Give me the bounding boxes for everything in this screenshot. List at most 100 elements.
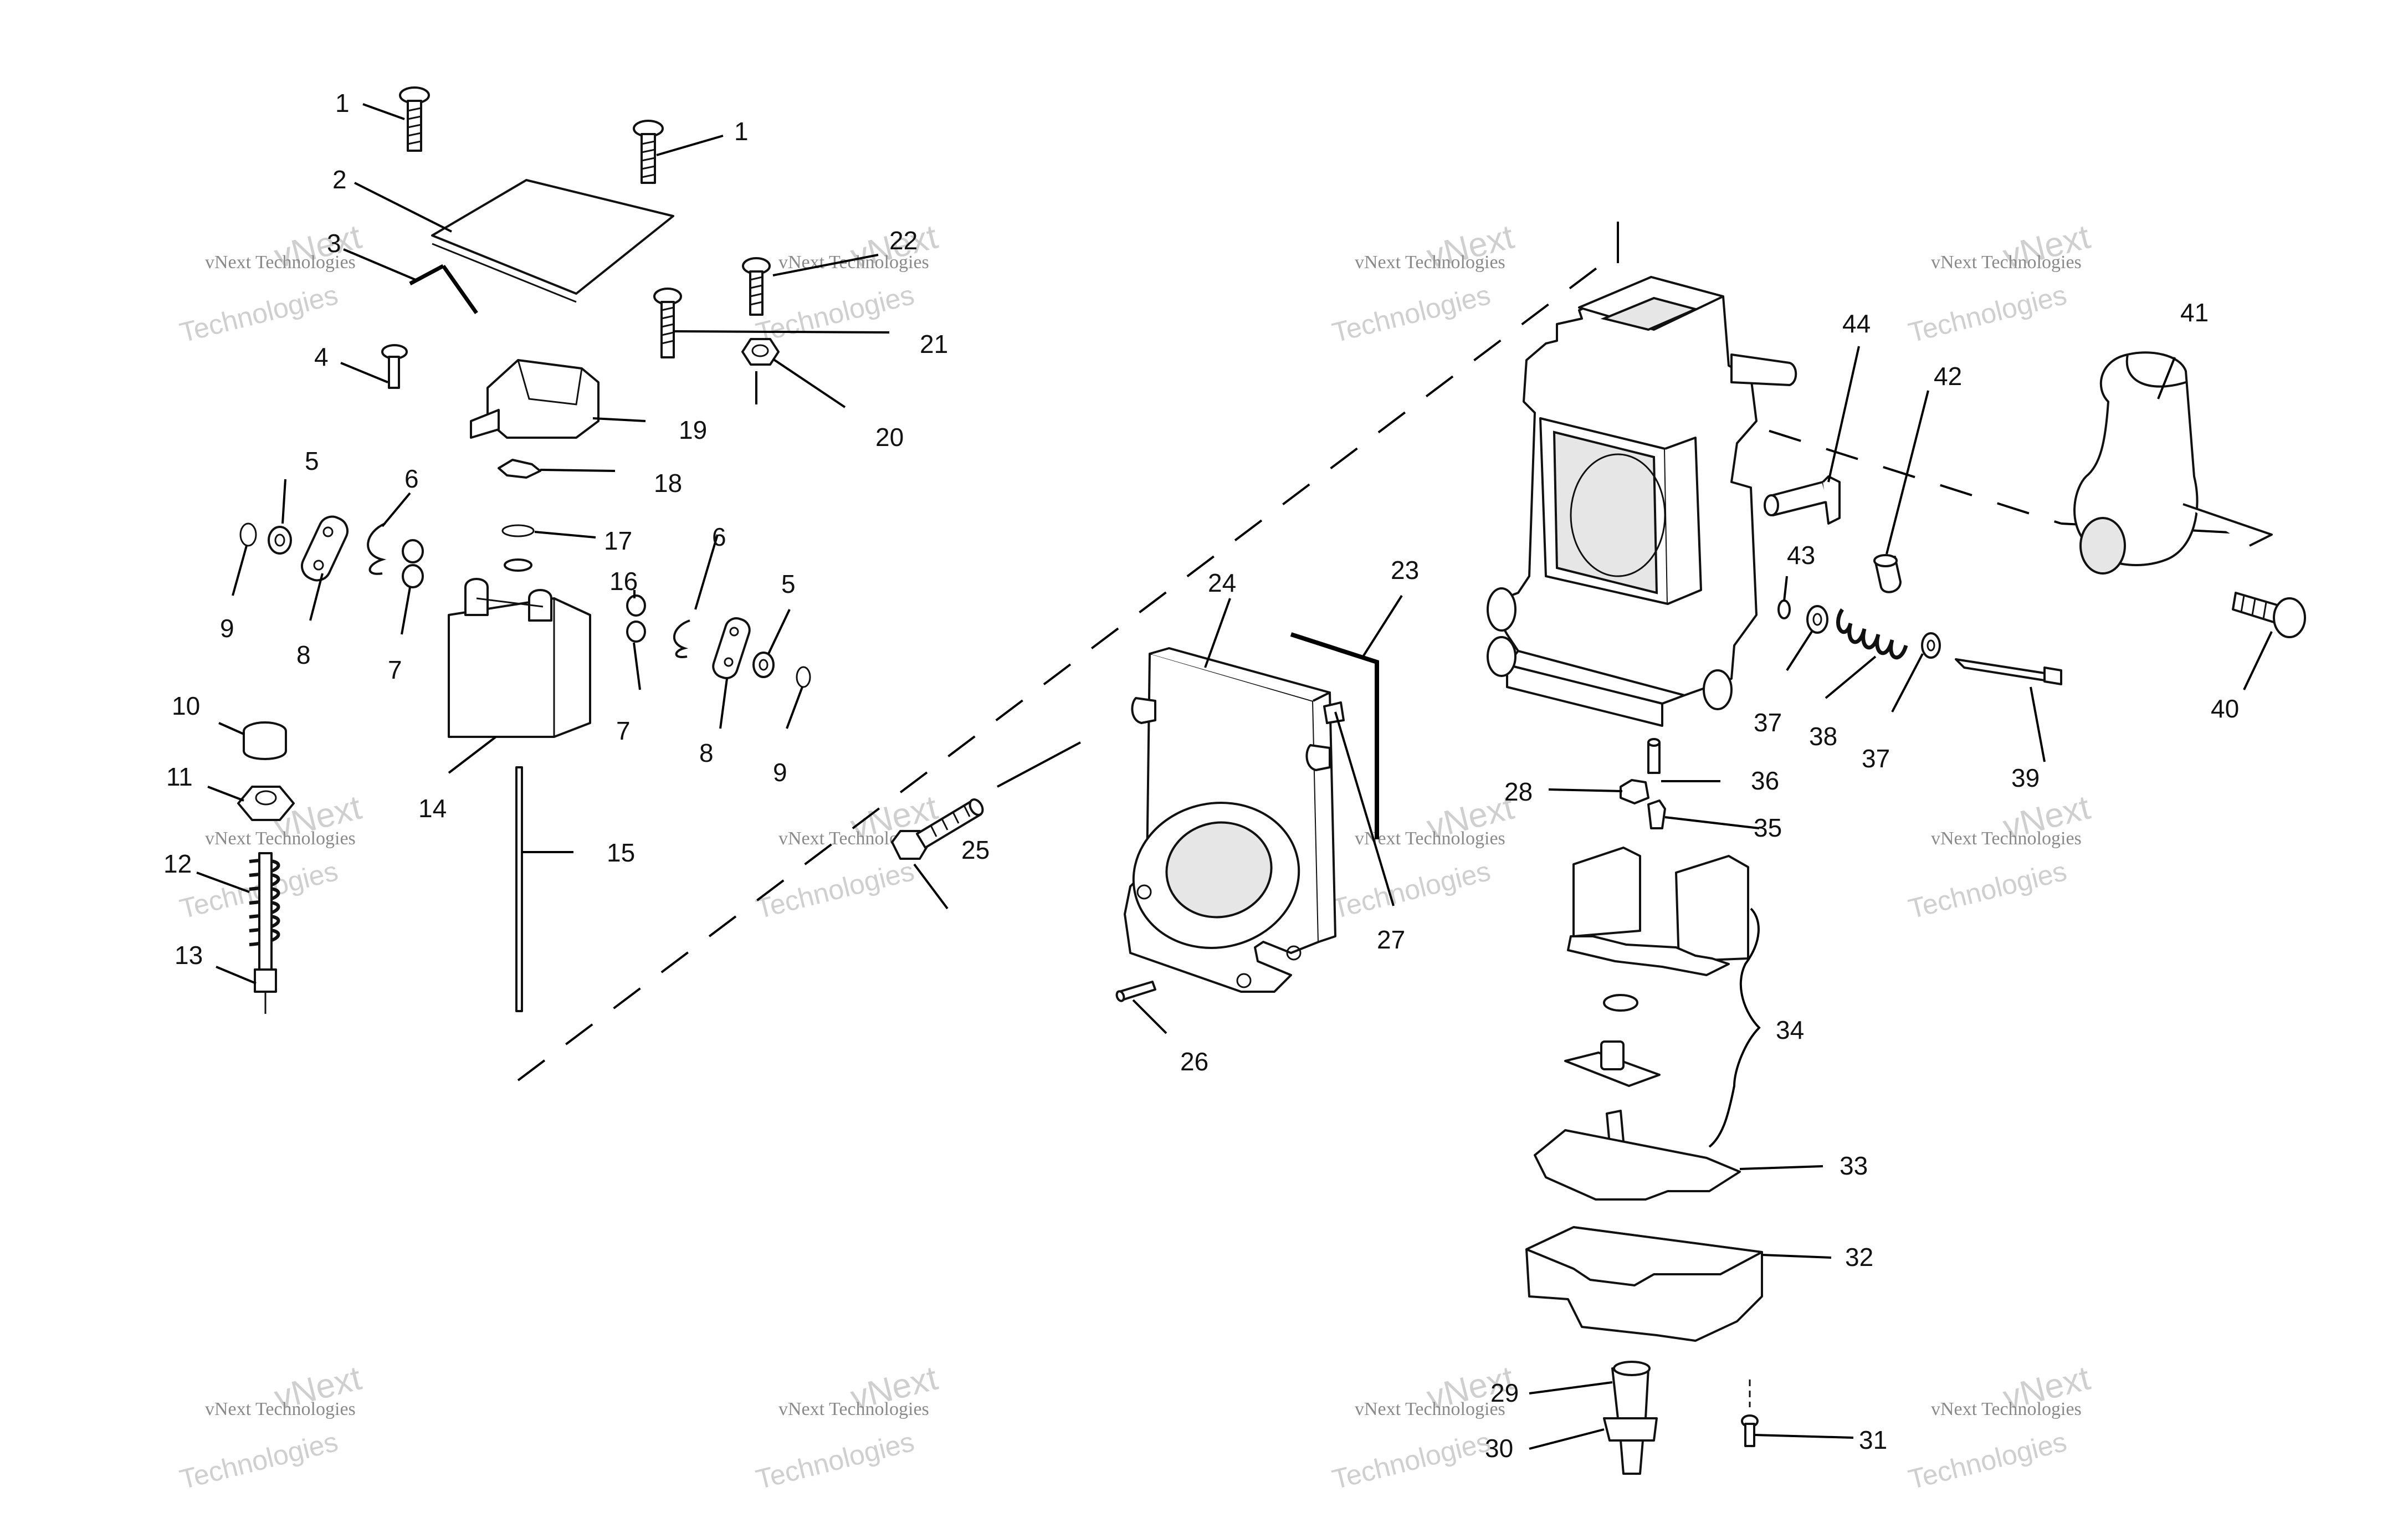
watermark-line2: vNext Technologies	[1931, 828, 2082, 849]
callout-part-2: 2	[332, 165, 347, 194]
carburetor-body-boss-left	[1487, 587, 1516, 632]
link-plate-part-8-right	[712, 617, 751, 679]
callout-part-35: 35	[1754, 813, 1782, 842]
carburetor-body-boss-right	[1703, 669, 1733, 710]
callout-part-1-right: 1	[734, 117, 749, 146]
bushing-part-7-right	[626, 594, 646, 643]
centerline-body-right	[1712, 412, 2062, 525]
watermark: vNext vNext Technologies Technologies	[1329, 1359, 1518, 1495]
callout-part-3: 3	[327, 229, 341, 258]
watermark-line2: vNext Technologies	[778, 1399, 929, 1419]
jet-part-28	[1620, 779, 1649, 804]
callout-part-14: 14	[418, 794, 447, 823]
right-small-parts	[1525, 351, 2306, 1475]
callout-part-43: 43	[1787, 541, 1815, 570]
nut-part-20	[741, 338, 780, 366]
callout-part-31: 31	[1859, 1426, 1887, 1454]
cover-plate-edge	[432, 243, 577, 303]
callout-part-36: 36	[1751, 766, 1779, 795]
callout-part-37-right: 37	[1862, 744, 1890, 773]
callout-part-18: 18	[654, 469, 682, 498]
centerline-main-diagonal	[517, 251, 1619, 1081]
callout-part-24: 24	[1208, 568, 1236, 597]
lever-part-41	[2073, 351, 2273, 575]
callout-part-22: 22	[889, 226, 918, 255]
callout-part-5-left: 5	[305, 447, 319, 475]
e-clip-part-9-right	[796, 666, 811, 688]
callout-part-7-left: 7	[388, 655, 402, 684]
screw-part-4	[381, 344, 408, 389]
spring-clip-part-6-right	[673, 619, 690, 658]
callout-part-7-right: 7	[616, 716, 631, 745]
callout-part-6-right: 6	[712, 522, 726, 551]
leader-lines	[196, 103, 2273, 1450]
gasket-part-33	[1534, 1129, 1741, 1201]
jet-needle-part-15	[515, 766, 523, 1012]
callout-part-19: 19	[679, 416, 707, 444]
needle-part-39	[1955, 658, 2062, 685]
flange-plate-part-24	[1124, 647, 1345, 993]
callout-part-29: 29	[1490, 1378, 1519, 1407]
throttle-bracket-part-19	[470, 359, 600, 439]
watermarks: vNext vNext Technologies Technologies vN…	[177, 218, 2094, 1495]
screw-part-40	[2232, 592, 2306, 638]
jet-part-35	[1647, 799, 1666, 829]
jet-holder-part-29-30	[1603, 1361, 1658, 1475]
callout-part-12: 12	[163, 849, 192, 878]
watermark-line2: vNext Technologies	[205, 1399, 356, 1419]
callout-part-1-left: 1	[335, 89, 350, 117]
callout-part-6-left: 6	[404, 464, 419, 493]
callout-part-26: 26	[1180, 1047, 1208, 1076]
callout-part-17: 17	[604, 526, 632, 555]
carburetor-body-side-port	[1730, 353, 1797, 386]
callout-part-28: 28	[1504, 777, 1533, 806]
centerline-plate-bolt	[997, 741, 1081, 788]
screw-part-22	[742, 257, 771, 316]
watermark: vNext vNext Technologies Technologies	[1329, 218, 1518, 348]
callout-part-40: 40	[2211, 694, 2239, 723]
float-valve-part-34	[1564, 1040, 1661, 1145]
callout-part-16: 16	[609, 567, 638, 596]
callout-part-10: 10	[172, 691, 200, 720]
watermark-line3: Technologies	[177, 279, 341, 348]
callout-part-32: 32	[1845, 1243, 1873, 1271]
washer-part-37-right	[1921, 632, 1941, 659]
watermark-line3: Technologies	[177, 1426, 341, 1495]
bolt-part-25	[891, 798, 984, 860]
washer-part-16	[504, 558, 532, 572]
link-plate-part-8-left	[300, 515, 349, 582]
callout-part-44: 44	[1842, 309, 1871, 338]
carburetor-body-base	[1506, 664, 1663, 727]
watermark-line3: Technologies	[1905, 1426, 2070, 1495]
callout-part-39: 39	[2011, 763, 2040, 792]
watermark-line3: Technologies	[1905, 279, 2070, 348]
e-clip-part-9-left	[239, 522, 257, 547]
callout-part-30: 30	[1485, 1434, 1513, 1463]
float-bowl-part-32	[1525, 1226, 1763, 1342]
callout-part-38: 38	[1809, 722, 1837, 751]
watermark-line3: Technologies	[1905, 855, 2070, 925]
watermark-line2: vNext Technologies	[1355, 828, 1505, 849]
pin-part-26	[1115, 981, 1156, 1002]
carburetor-body-top-opening	[1600, 296, 1699, 331]
o-ring-part-34	[1603, 994, 1638, 1012]
washer-part-43	[1777, 599, 1791, 619]
watermark: vNext vNext Technologies Technologies	[753, 1359, 941, 1495]
spring-part-38	[1836, 608, 1908, 660]
callout-part-20: 20	[875, 423, 904, 452]
callout-part-41: 41	[2180, 298, 2209, 327]
watermark-line3: Technologies	[753, 1426, 918, 1495]
callout-part-8-right: 8	[699, 739, 714, 767]
throttle-slide-part-14	[448, 578, 591, 738]
watermark-line3: Technologies	[753, 279, 918, 348]
cap-part-10	[243, 721, 287, 760]
washer-part-37-left	[1806, 605, 1828, 634]
group-brace-34	[1708, 907, 1761, 1148]
starter-plunger-part-13	[254, 852, 277, 1014]
watermark: vNext vNext Technologies Technologies	[177, 1359, 365, 1495]
carburetor-body-boss-lower	[1487, 636, 1516, 677]
left-parts	[237, 86, 811, 1014]
watermark-line2: vNext Technologies	[205, 828, 356, 849]
wire-clip-part-3	[409, 264, 478, 315]
